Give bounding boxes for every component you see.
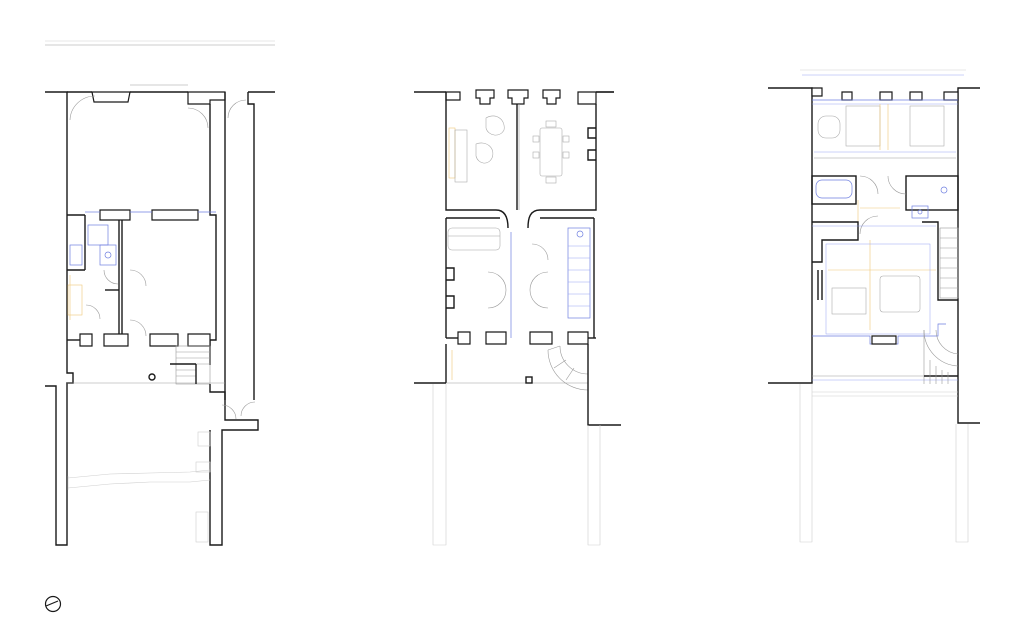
stair-plan-3 bbox=[939, 227, 959, 299]
plan-first-floor bbox=[414, 89, 621, 546]
column-circle bbox=[148, 373, 156, 381]
stair-plan-2 bbox=[547, 345, 589, 391]
plan-second-floor bbox=[768, 69, 980, 543]
spiral-stair-plan-3 bbox=[923, 329, 959, 384]
stair-plan-1 bbox=[170, 345, 211, 385]
north-arrow-icon bbox=[44, 595, 62, 613]
plan-ground-floor bbox=[45, 40, 275, 546]
